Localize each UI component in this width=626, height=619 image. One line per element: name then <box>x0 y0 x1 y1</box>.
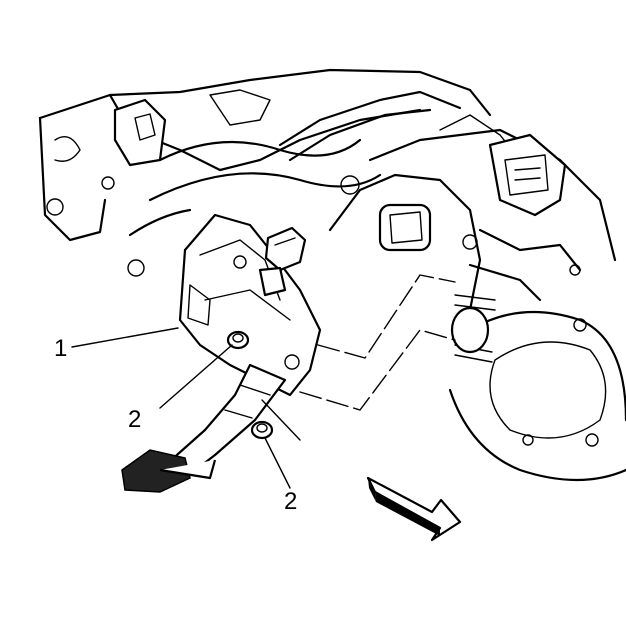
brake-pedal-bracket <box>178 213 322 397</box>
brake-pedal-pad <box>121 449 191 493</box>
brake-pedal-arm <box>121 363 287 493</box>
dash-panel-structure <box>38 68 626 482</box>
alignment-lines <box>261 274 456 441</box>
callout-2-upper: 2 <box>128 406 142 433</box>
nut-lower <box>250 420 274 440</box>
callout-2-lower: 2 <box>284 488 298 515</box>
callout-1: 1 <box>54 335 68 362</box>
direction-arrow-icon <box>366 476 462 542</box>
nut-upper <box>226 330 250 350</box>
leader-lines <box>71 327 291 489</box>
